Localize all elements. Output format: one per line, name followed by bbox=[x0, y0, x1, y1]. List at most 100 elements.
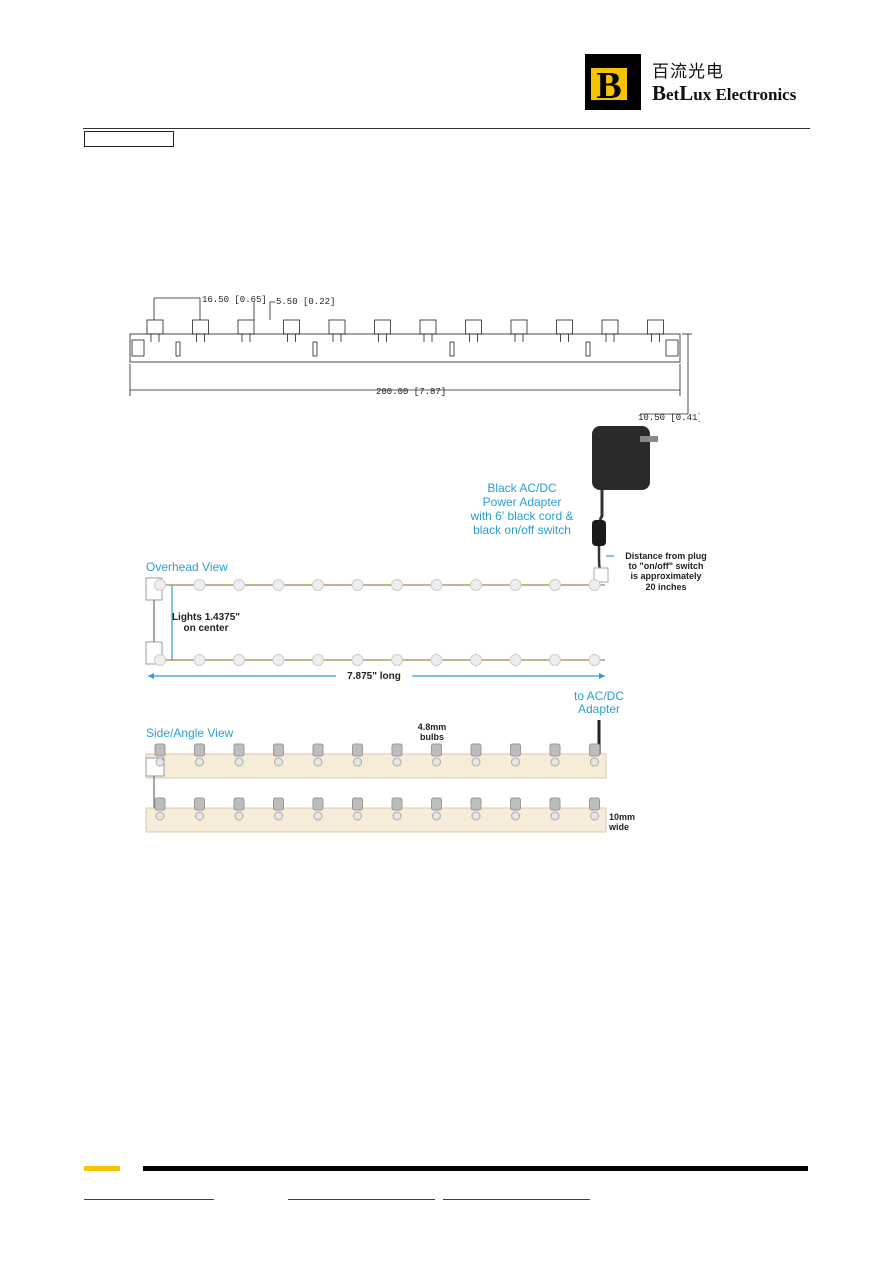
side-bulb bbox=[312, 743, 324, 767]
footer-link-underline[interactable] bbox=[443, 1199, 590, 1200]
side-view bbox=[145, 720, 607, 833]
overhead-bulb bbox=[233, 579, 245, 591]
power-adapter bbox=[592, 426, 658, 583]
dimension-resistors bbox=[175, 341, 591, 357]
to-adapter-label-1: to AC/DC bbox=[574, 689, 624, 703]
overhead-bulb bbox=[470, 654, 482, 666]
drawing-bulb bbox=[237, 319, 255, 342]
company-name-chinese: 百流光电 bbox=[652, 62, 724, 82]
side-bulb bbox=[154, 743, 166, 767]
overhead-bulb bbox=[588, 654, 601, 666]
footer-link-underline[interactable] bbox=[288, 1199, 435, 1200]
overhead-bulb bbox=[549, 654, 561, 666]
length-label: 7.875" long bbox=[347, 671, 401, 682]
strip-width-label-2: wide bbox=[608, 822, 629, 832]
overhead-bulbs bbox=[154, 579, 601, 666]
overhead-bulb bbox=[391, 654, 403, 666]
header-divider bbox=[83, 128, 810, 129]
drawing-bulb bbox=[283, 319, 300, 342]
side-bulb bbox=[273, 797, 284, 821]
drawing-resistor bbox=[449, 341, 455, 357]
overhead-bulb bbox=[154, 654, 166, 666]
side-bulb bbox=[549, 797, 561, 821]
side-bulb bbox=[233, 743, 245, 767]
drawing-resistor bbox=[585, 341, 591, 357]
overhead-bulb bbox=[391, 579, 403, 591]
svg-text:B: B bbox=[596, 65, 621, 107]
side-bulb bbox=[273, 743, 284, 767]
lights-spacing-label-2: on center bbox=[183, 623, 228, 634]
drawing-bulb bbox=[146, 319, 164, 342]
adapter-label-1: Black AC/DC bbox=[487, 481, 557, 495]
footer-accent-bar bbox=[84, 1166, 120, 1171]
side-bulb bbox=[154, 797, 166, 821]
overhead-bulb bbox=[470, 579, 482, 591]
overhead-bulb bbox=[430, 579, 443, 591]
side-view-title: Side/Angle View bbox=[146, 726, 234, 740]
drawing-resistor bbox=[175, 341, 181, 357]
plug-distance-label-1: Distance from plug bbox=[625, 551, 707, 561]
side-bulb bbox=[549, 743, 561, 767]
side-bulbs bbox=[154, 743, 600, 821]
adapter-label-4: black on/off switch bbox=[473, 523, 571, 537]
overhead-view bbox=[145, 577, 605, 679]
side-bulb bbox=[352, 797, 363, 821]
lights-spacing-label-1: Lights 1.4375" bbox=[172, 612, 240, 623]
overhead-bulb bbox=[233, 654, 245, 666]
overhead-bulb bbox=[272, 579, 285, 591]
side-bulb bbox=[510, 743, 521, 767]
side-bulb bbox=[510, 797, 521, 821]
side-bulb bbox=[233, 797, 245, 821]
overhead-bulb bbox=[351, 654, 364, 666]
overhead-view-title: Overhead View bbox=[146, 560, 228, 574]
plug-distance-label-4: 20 inches bbox=[645, 582, 686, 592]
product-illustration: Black AC/DC Power Adapter with 6' black … bbox=[145, 426, 707, 833]
overhead-bulb bbox=[351, 579, 364, 591]
dim-length-label: 200.00 [7.87] bbox=[376, 387, 446, 397]
drawing-bulb bbox=[556, 319, 573, 342]
overhead-bulb bbox=[430, 654, 443, 666]
overhead-bulb bbox=[312, 654, 324, 666]
company-name-english: BetLux Electronics bbox=[652, 81, 797, 105]
side-bulb bbox=[391, 743, 403, 767]
side-bulb bbox=[470, 743, 482, 767]
side-bulb bbox=[470, 797, 482, 821]
overhead-bulb bbox=[549, 579, 561, 591]
side-bulb bbox=[431, 797, 442, 821]
overhead-bulb bbox=[509, 579, 522, 591]
bulb-size-label-1: 4.8mm bbox=[418, 722, 447, 732]
drawing-bulb bbox=[647, 319, 664, 342]
overhead-bulb bbox=[272, 654, 285, 666]
drawing-bulb bbox=[192, 319, 209, 342]
drawing-bulb bbox=[328, 319, 346, 342]
drawing-bulb bbox=[374, 319, 391, 342]
bulb-size-label-2: bulbs bbox=[420, 732, 444, 742]
side-bulb bbox=[312, 797, 324, 821]
strip-width-label-1: 10mm bbox=[609, 812, 635, 822]
overhead-bulb bbox=[509, 654, 522, 666]
to-adapter-label-2: Adapter bbox=[578, 702, 620, 716]
plug-distance-label-3: is approximately bbox=[630, 571, 701, 581]
adapter-label-3: with 6' black cord & bbox=[469, 509, 573, 523]
dim-bulb-width-label: 5.50 [0.22] bbox=[276, 297, 335, 307]
overhead-bulb bbox=[193, 654, 206, 666]
side-bulb bbox=[352, 743, 363, 767]
drawing-bulb bbox=[601, 319, 619, 342]
overhead-bulb bbox=[193, 579, 206, 591]
side-bulb bbox=[391, 797, 403, 821]
footer-link-underline[interactable] bbox=[84, 1199, 214, 1200]
adapter-label-2: Power Adapter bbox=[483, 495, 562, 509]
overhead-bulb bbox=[154, 579, 166, 591]
drawing-bulb bbox=[510, 319, 528, 342]
overhead-bulb bbox=[312, 579, 324, 591]
side-bulb bbox=[589, 797, 600, 821]
drawing-bulb bbox=[465, 319, 482, 342]
side-bulb bbox=[194, 797, 205, 821]
company-logo: B bbox=[585, 54, 641, 110]
side-bulb bbox=[431, 743, 442, 767]
dim-height-label: 10.50 [0.41] bbox=[638, 413, 700, 422]
overhead-bulb bbox=[588, 579, 601, 591]
plug-distance-label-2: to "on/off" switch bbox=[628, 561, 703, 571]
drawing-bulb bbox=[419, 319, 437, 342]
dim-pitch-label: 16.50 [0.65] bbox=[202, 295, 267, 305]
